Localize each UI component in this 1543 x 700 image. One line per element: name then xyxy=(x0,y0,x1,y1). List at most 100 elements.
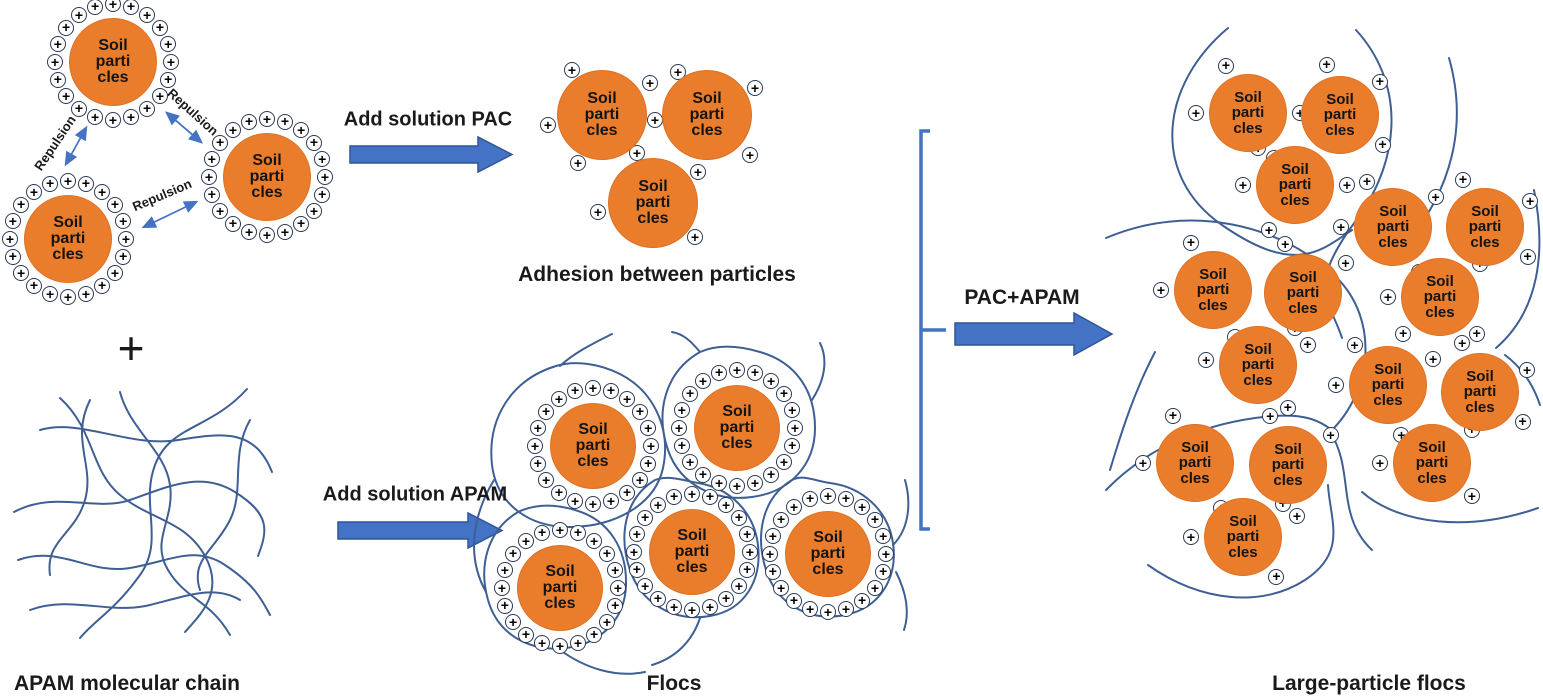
positive-charge-icon: + xyxy=(837,490,854,507)
particle-label-line2: parti xyxy=(575,436,611,454)
particle-label-line3: cles xyxy=(1243,371,1273,389)
particle-label-line2: parti xyxy=(1278,176,1312,194)
positive-charge-icon: + xyxy=(276,224,293,241)
positive-charge-icon: + xyxy=(534,635,551,652)
particle-label-line1: Soil xyxy=(1229,513,1257,531)
particle-label-line2: parti xyxy=(635,193,671,211)
positive-charge-icon: + xyxy=(729,478,745,494)
positive-charge-icon: + xyxy=(607,562,624,579)
particle-label-line2: parti xyxy=(542,578,578,596)
positive-charge-icon: + xyxy=(552,522,568,538)
particle-label-line3: cles xyxy=(577,453,609,471)
positive-charge-icon: + xyxy=(1268,568,1285,585)
positive-charge-icon: + xyxy=(203,186,220,203)
positive-charge-icon: + xyxy=(729,362,745,378)
positive-charge-icon: + xyxy=(629,145,645,161)
particle-label-line2: parti xyxy=(1241,356,1275,374)
particle-label-line1: Soil xyxy=(677,526,707,544)
particle-label-line1: Soil xyxy=(1234,89,1262,107)
particle-label-line1: Soil xyxy=(813,528,843,546)
positive-charge-icon: + xyxy=(1279,399,1296,416)
positive-charge-icon: + xyxy=(610,580,626,596)
positive-charge-icon: + xyxy=(602,382,619,399)
particle-label-line1: Soil xyxy=(1199,266,1227,284)
positive-charge-icon: + xyxy=(1514,413,1531,430)
positive-charge-icon: + xyxy=(586,626,603,643)
positive-charge-icon: + xyxy=(496,597,513,614)
positive-charge-icon: + xyxy=(598,614,615,631)
positive-charge-icon: + xyxy=(42,175,59,192)
positive-charge-icon: + xyxy=(718,590,735,607)
positive-charge-icon: + xyxy=(637,509,654,526)
particle-label-line2: parti xyxy=(249,167,285,185)
positive-charge-icon: + xyxy=(1427,189,1444,206)
positive-charge-icon: + xyxy=(682,385,699,402)
positive-charge-icon: + xyxy=(673,437,690,454)
positive-charge-icon: + xyxy=(1337,255,1354,272)
positive-charge-icon: + xyxy=(527,438,543,454)
positive-charge-icon: + xyxy=(631,403,648,420)
positive-charge-icon: + xyxy=(598,545,615,562)
flocs-caption: Flocs xyxy=(646,672,702,695)
positive-charge-icon: + xyxy=(259,111,275,127)
particle-label-line2: parti xyxy=(1423,288,1457,306)
particle-label-line3: cles xyxy=(721,435,753,453)
particle-label-line2: parti xyxy=(689,105,725,123)
positive-charge-icon: + xyxy=(118,231,134,247)
positive-charge-icon: + xyxy=(94,277,111,294)
positive-charge-icon: + xyxy=(1468,325,1485,342)
positive-charge-icon: + xyxy=(718,497,735,514)
positive-charge-icon: + xyxy=(25,277,42,294)
add-apam-label: Add solution APAM xyxy=(322,483,508,506)
positive-charge-icon: + xyxy=(775,454,792,471)
positive-charge-icon: + xyxy=(763,373,780,390)
positive-charge-icon: + xyxy=(60,289,76,305)
positive-charge-icon: + xyxy=(49,36,66,53)
positive-charge-icon: + xyxy=(649,590,666,607)
large-flocs-caption: Large-particle flocs xyxy=(1272,672,1466,695)
positive-charge-icon: + xyxy=(105,0,121,12)
positive-charge-icon: + xyxy=(875,563,892,580)
positive-charge-icon: + xyxy=(643,438,659,454)
positive-charge-icon: + xyxy=(837,601,854,618)
positive-charge-icon: + xyxy=(637,578,654,595)
positive-charge-icon: + xyxy=(1218,57,1235,74)
positive-charge-icon: + xyxy=(1346,337,1363,354)
particle-label-line2: parti xyxy=(1231,104,1265,122)
positive-charge-icon: + xyxy=(212,203,229,220)
positive-charge-icon: + xyxy=(538,472,555,489)
positive-charge-icon: + xyxy=(866,511,883,528)
positive-charge-icon: + xyxy=(628,526,645,543)
positive-charge-icon: + xyxy=(567,493,584,510)
positive-charge-icon: + xyxy=(2,231,18,247)
positive-charge-icon: + xyxy=(1328,377,1344,393)
particle-label-line1: Soil xyxy=(98,36,128,54)
positive-charge-icon: + xyxy=(1318,56,1335,73)
particle-label-line3: cles xyxy=(1288,299,1318,317)
positive-charge-icon: + xyxy=(802,490,819,507)
positive-charge-icon: + xyxy=(4,213,21,230)
positive-charge-icon: + xyxy=(1519,248,1536,265)
particle-label-line1: Soil xyxy=(1244,341,1272,359)
particle-label-line1: Soil xyxy=(1181,439,1209,457)
particle-label-line1: Soil xyxy=(1289,269,1317,287)
positive-charge-icon: + xyxy=(1371,73,1388,90)
particle-label-line1: Soil xyxy=(1466,368,1494,386)
pac-apam-label: PAC+APAM xyxy=(964,286,1080,309)
particle-label-line1: Soil xyxy=(1326,91,1354,109)
positive-charge-icon: + xyxy=(293,122,310,139)
positive-charge-icon: + xyxy=(317,169,333,185)
positive-charge-icon: + xyxy=(1165,407,1182,424)
positive-charge-icon: + xyxy=(115,213,132,230)
positive-charge-icon: + xyxy=(666,599,683,616)
positive-charge-icon: + xyxy=(773,511,790,528)
